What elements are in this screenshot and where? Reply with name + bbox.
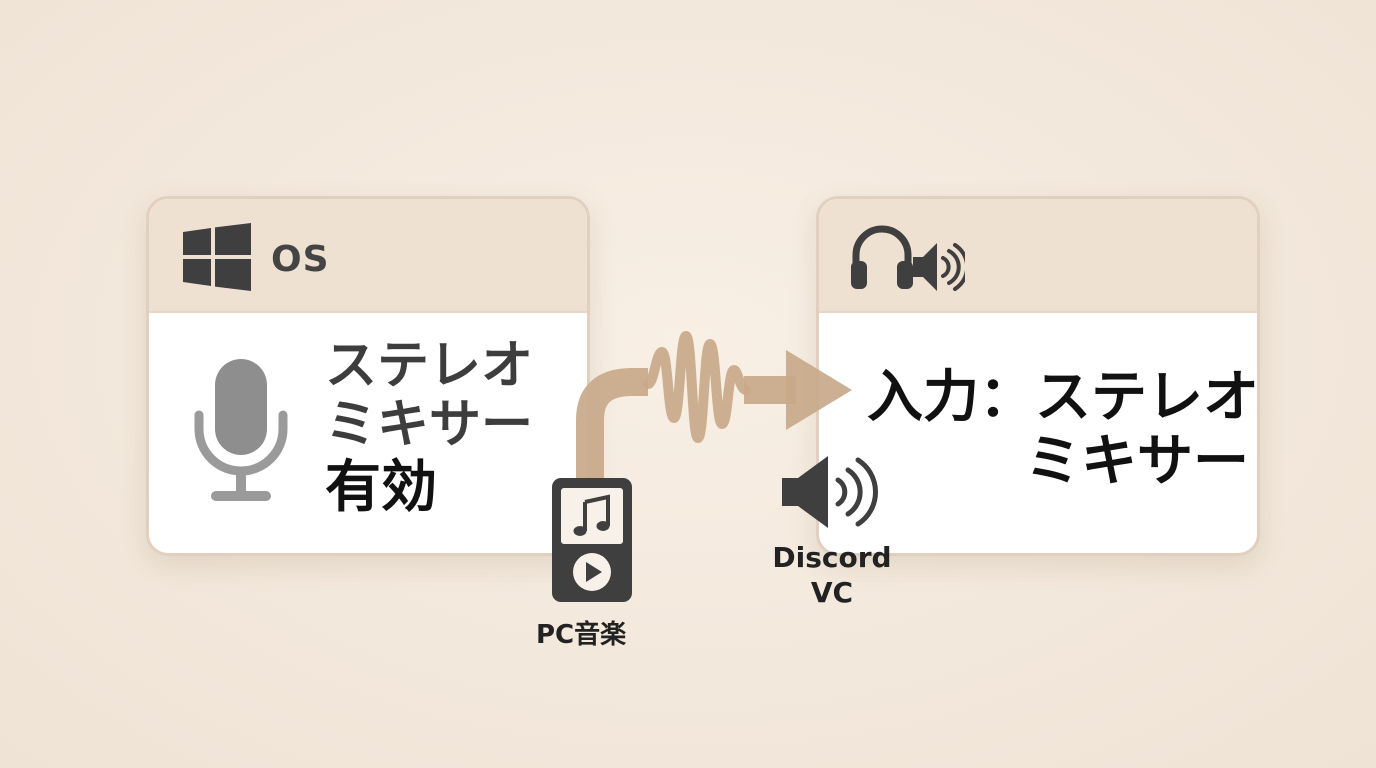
os-card-header: OS: [149, 199, 587, 313]
os-card: OS ステレオ ミキサー 有効: [146, 196, 590, 556]
speaker-icon: [780, 452, 880, 532]
music-player-icon: [552, 478, 632, 602]
discord-vc-label: Discord VC: [762, 540, 902, 610]
discord-label-line2: VC: [810, 576, 854, 609]
headphones-icon: [849, 221, 915, 291]
microphone-icon: [193, 355, 289, 505]
os-card-line-enabled: 有効: [325, 455, 437, 520]
app-card-line-mixer: ミキサー: [1025, 429, 1249, 494]
pc-music-label: PC音楽: [536, 620, 627, 650]
discord-label-line1: Discord: [772, 541, 892, 574]
app-card: 入力：ステレオ ミキサー: [816, 196, 1260, 556]
os-card-line-stereo: ステレオ: [325, 336, 534, 396]
os-label: OS: [271, 239, 330, 280]
os-card-line-mixer: ミキサー: [325, 395, 534, 455]
app-card-line-input-stereo: 入力：ステレオ: [867, 365, 1259, 430]
speaker-icon: [911, 239, 965, 295]
windows-icon: [183, 223, 251, 291]
app-card-header: [819, 199, 1257, 313]
